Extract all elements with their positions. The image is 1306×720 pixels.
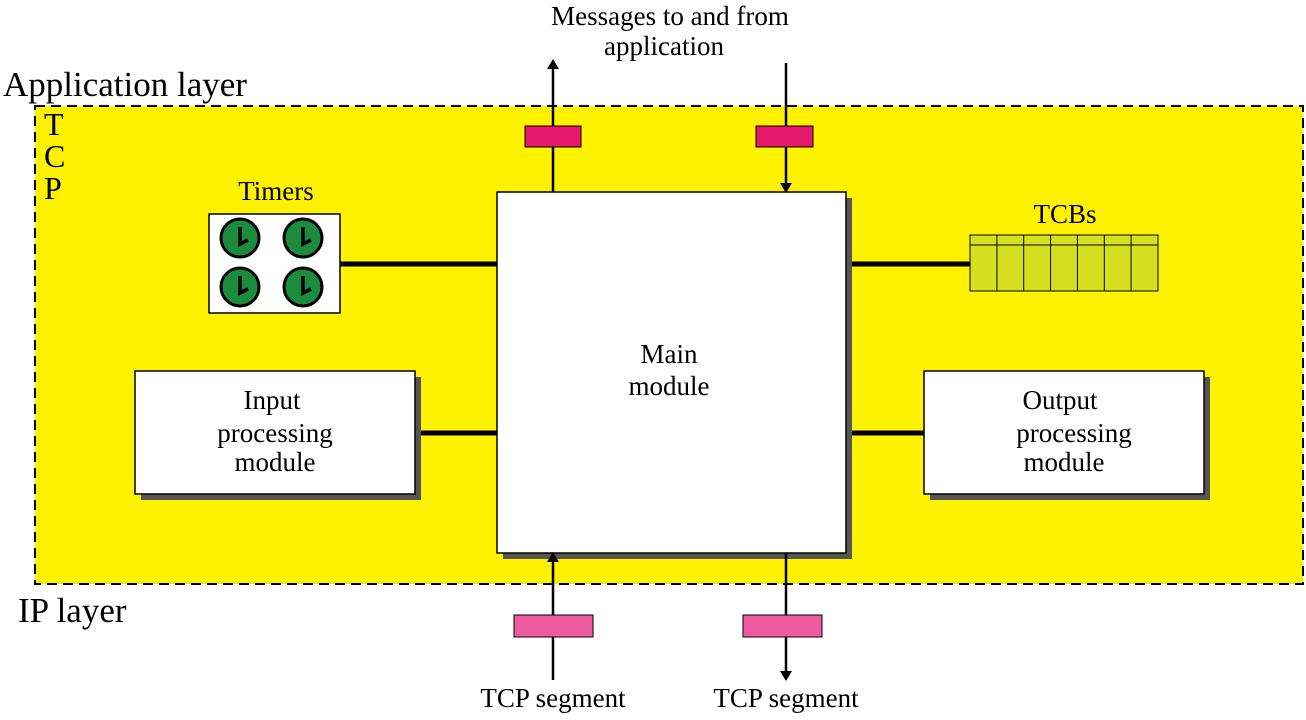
main-module xyxy=(496,191,847,554)
timers-label: Timers xyxy=(238,176,314,206)
tcp-segment-out-label: TCP segment xyxy=(713,683,859,713)
tcp-segment-in-label: TCP segment xyxy=(480,683,626,713)
output-processing-module xyxy=(923,370,1205,495)
ip-port-in xyxy=(513,614,594,638)
output-module-label-1: Output xyxy=(1022,385,1098,415)
ip-port-out xyxy=(742,614,823,638)
clock-icon xyxy=(219,266,261,308)
input-module-label-1: Input xyxy=(244,385,301,415)
input-module-label-3: module xyxy=(235,447,316,477)
output-module-label-2: processing xyxy=(1016,418,1131,448)
messages-label-line1: Messages to and from xyxy=(551,1,789,31)
clock-icon xyxy=(282,266,324,308)
clock-icon xyxy=(282,217,324,259)
clock-icon xyxy=(219,217,261,259)
ip-layer-label: IP layer xyxy=(18,591,127,630)
main-module-label-1: Main xyxy=(641,339,698,369)
tcp-letter-c: C xyxy=(44,138,65,174)
output-module-label-3: module xyxy=(1024,447,1105,477)
input-module-label-2: processing xyxy=(217,418,332,448)
tcbs-label: TCBs xyxy=(1033,199,1096,229)
tcp-letter-t: T xyxy=(44,106,64,142)
tcp-letter-p: P xyxy=(44,170,62,206)
application-layer-label: Application layer xyxy=(3,65,247,104)
application-port-out xyxy=(524,125,582,148)
tcb-table-icon xyxy=(969,234,1159,292)
messages-label-line2: application xyxy=(604,31,724,61)
main-module-label-2: module xyxy=(629,371,710,401)
application-port-in xyxy=(755,125,814,148)
input-processing-module xyxy=(134,370,416,495)
